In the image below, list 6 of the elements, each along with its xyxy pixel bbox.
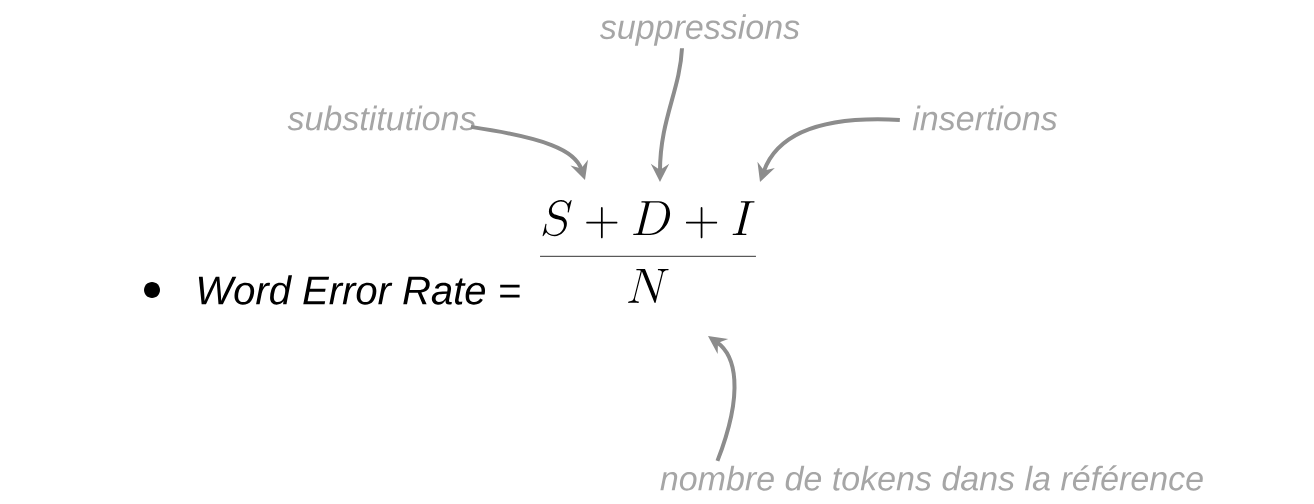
annotation-text: insertions	[912, 105, 1058, 131]
label-text: Word Error Rate =	[198, 275, 520, 305]
annotation-text: suppressions	[599, 14, 800, 46]
annotation-text: nombre de tokens dans la référence	[660, 465, 1203, 491]
annotation-text: substitutions	[287, 105, 476, 131]
formula: $\frac{S+D+I}{N}$	[540, 200, 756, 303]
